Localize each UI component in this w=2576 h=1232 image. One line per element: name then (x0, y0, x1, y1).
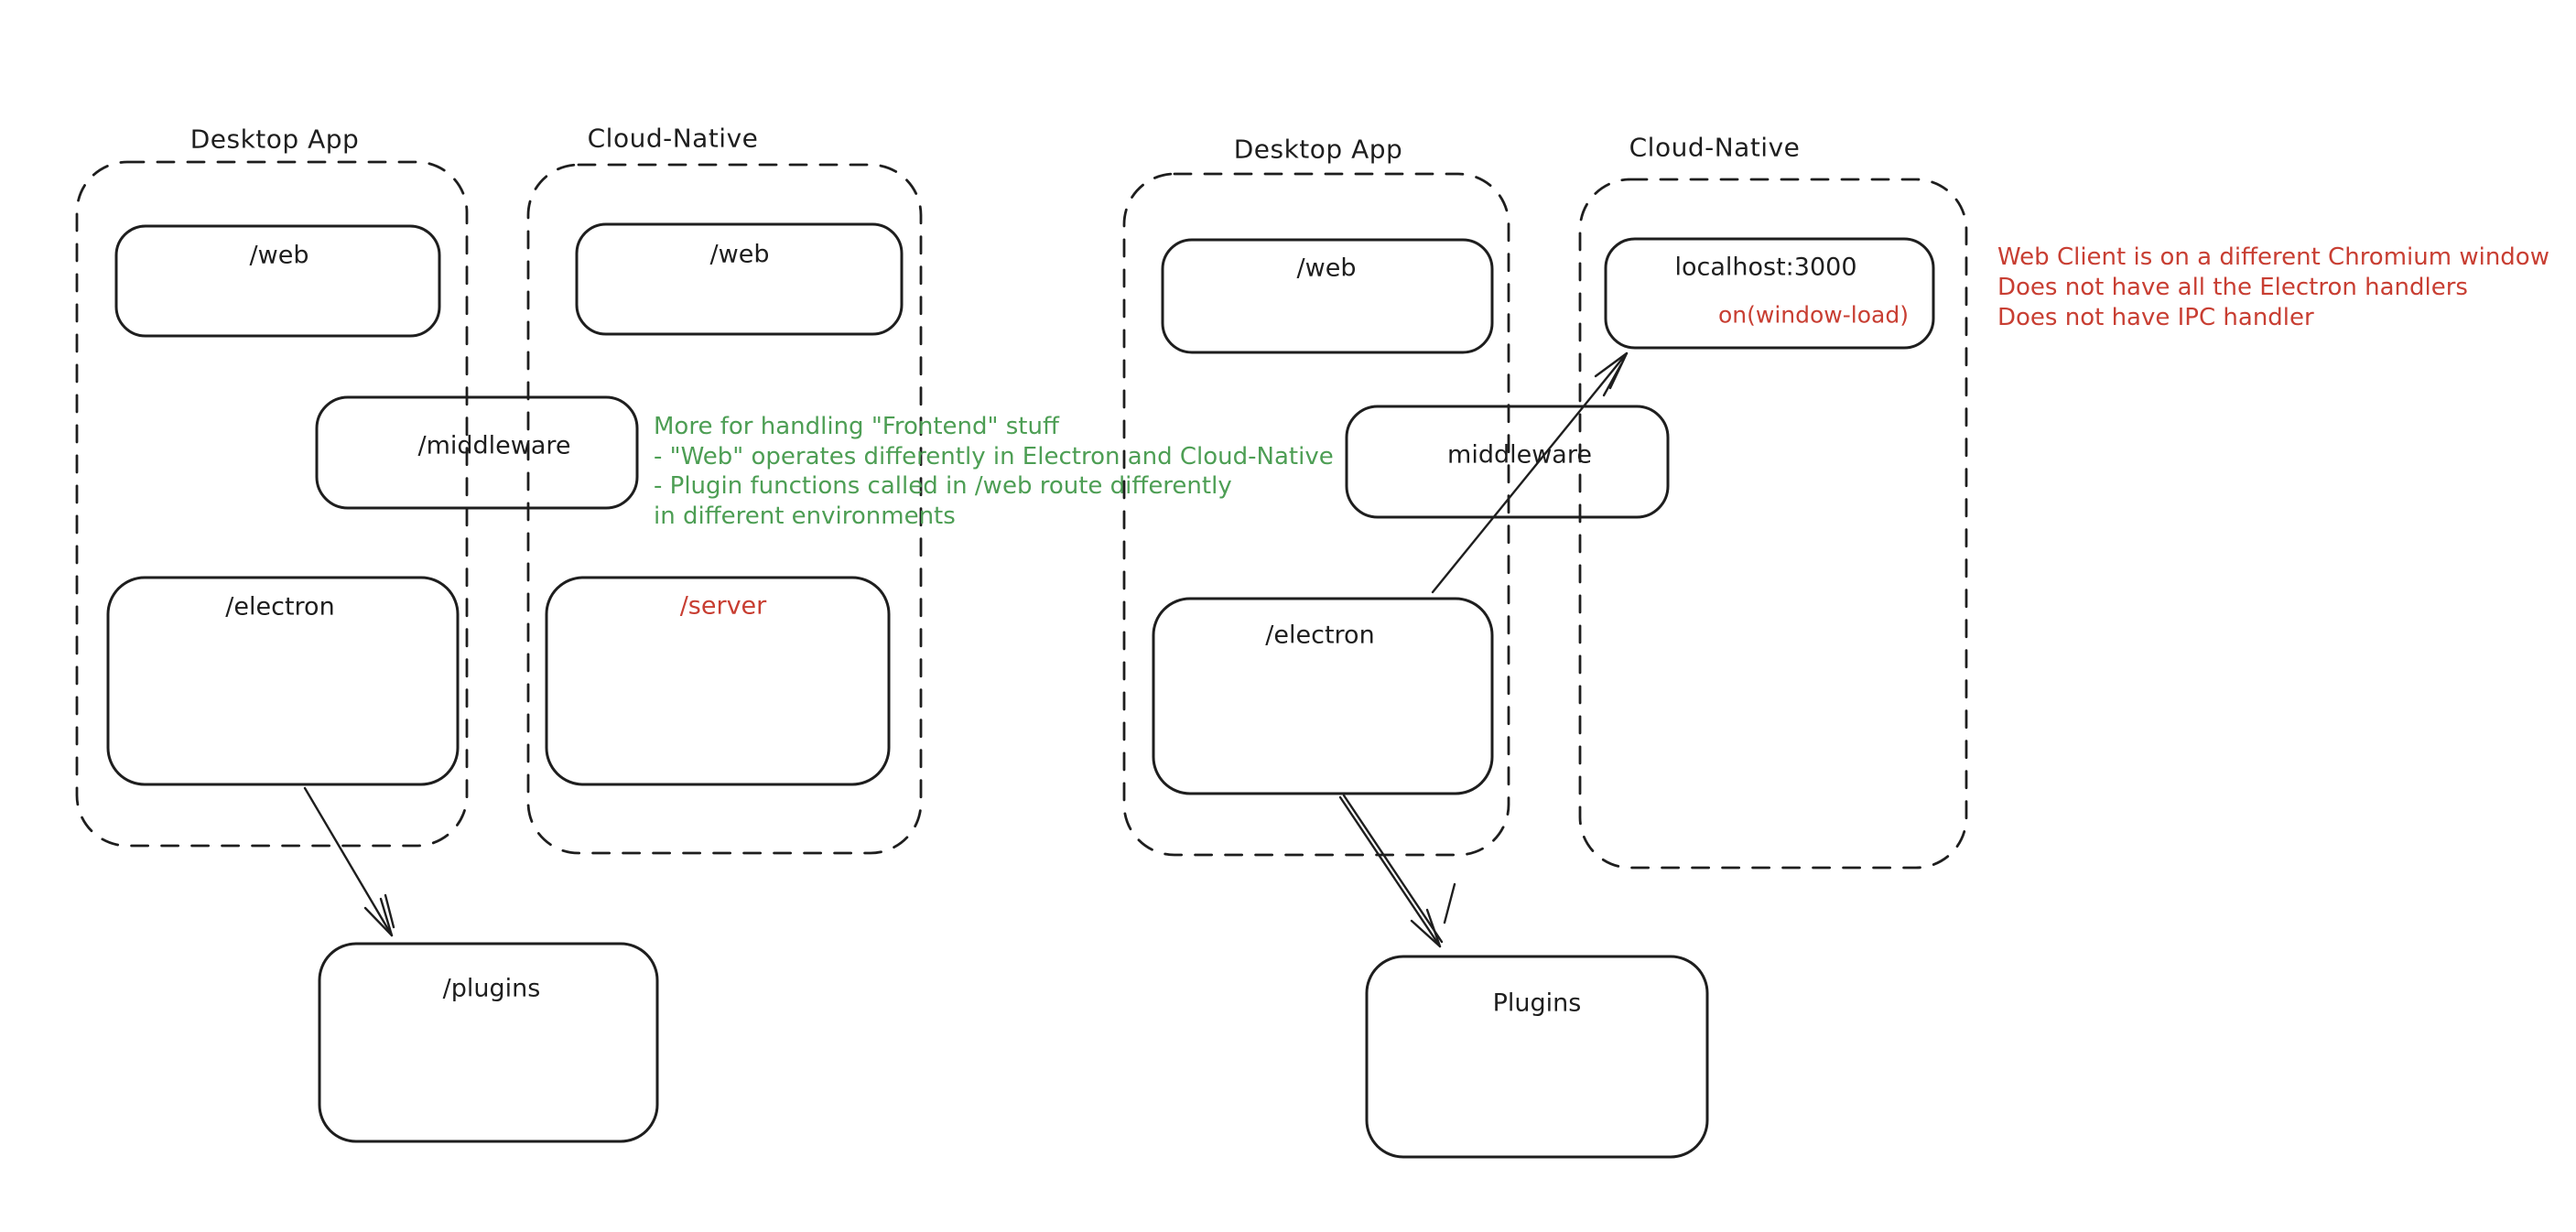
green-note-line-3: - Plugin functions called in /web route … (654, 472, 1232, 500)
right-electron-to-localhost-arrow (1431, 351, 1629, 594)
green-note-line-1: More for handling "Frontend" stuff (654, 413, 1060, 440)
right-web-label: /web (1297, 254, 1357, 283)
right-electron-to-plugins-arrow (1338, 794, 1456, 948)
right-middleware-box (1345, 405, 1670, 519)
right-plugins-box (1365, 955, 1709, 1159)
right-localhost-box (1604, 237, 1935, 350)
left-diagram: Desktop App Cloud-Native /web /web /midd… (75, 124, 1334, 1143)
left-middleware-box (315, 395, 639, 510)
right-cloud-native-label: Cloud-Native (1629, 133, 1801, 163)
right-desktop-app-container (1122, 172, 1510, 857)
red-note-line-2: Does not have all the Electron handlers (1997, 274, 2468, 301)
left-web-cloud-label: /web (710, 241, 770, 269)
right-diagram: Desktop App Cloud-Native /web localhost:… (1122, 133, 2549, 1159)
left-web-cloud-box (575, 222, 904, 336)
left-web-desktop-label: /web (250, 242, 309, 270)
left-desktop-app-label: Desktop App (190, 124, 360, 155)
right-cloud-native-container (1578, 178, 1968, 870)
left-server-box (545, 576, 891, 786)
left-cloud-native-label: Cloud-Native (588, 124, 759, 154)
left-plugins-box (318, 942, 659, 1143)
right-plugins-label: Plugins (1493, 989, 1582, 1018)
left-green-note: More for handling "Frontend" stuff - "We… (654, 413, 1334, 530)
left-server-label: /server (680, 592, 767, 621)
left-plugins-label: /plugins (443, 975, 541, 1003)
right-web-box (1161, 238, 1494, 354)
left-electron-box (106, 576, 460, 786)
right-electron-box (1152, 597, 1494, 795)
red-note-line-1: Web Client is on a different Chromium wi… (1997, 243, 2549, 271)
green-note-line-4: in different environments (654, 503, 956, 530)
left-middleware-label: /middleware (417, 432, 570, 460)
left-electron-label: /electron (225, 593, 334, 621)
right-middleware-label: middleware (1447, 441, 1592, 470)
right-localhost-label: localhost:3000 (1674, 254, 1856, 282)
right-desktop-app-label: Desktop App (1234, 135, 1403, 165)
right-electron-label: /electron (1265, 621, 1374, 650)
right-window-load-label: on(window-load) (1718, 302, 1909, 329)
right-red-note: Web Client is on a different Chromium wi… (1997, 243, 2549, 331)
left-electron-to-plugins-arrow (303, 786, 395, 937)
green-note-line-2: - "Web" operates differently in Electron… (654, 443, 1334, 470)
left-web-desktop-box (114, 224, 441, 338)
red-note-line-3: Does not have IPC handler (1997, 304, 2314, 331)
